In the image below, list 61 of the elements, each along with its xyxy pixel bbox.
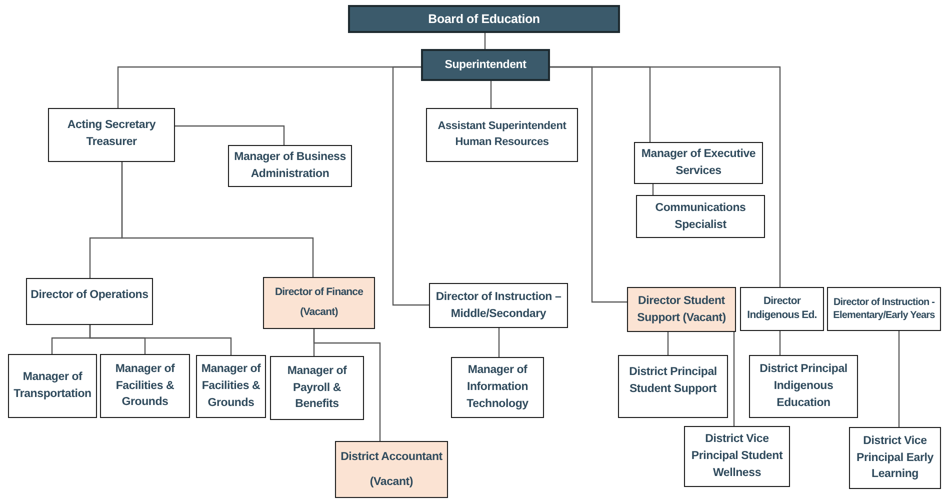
org-box — [426, 108, 578, 162]
role-title: Manager of Facilities & Grounds — [200, 362, 262, 411]
connector-line — [89, 325, 232, 355]
org-box — [335, 441, 448, 498]
role-title: District Principal Indigenous Education — [758, 362, 848, 411]
org-box — [740, 287, 824, 331]
connector-line — [490, 81, 492, 108]
connector-line — [779, 331, 781, 355]
org-box — [849, 427, 941, 489]
role-title: Director Indigenous Ed. — [746, 295, 818, 323]
connector-line — [484, 33, 486, 49]
role-title: Director of Instruction - Elementary/Early Years — [832, 296, 936, 322]
role-title: Manager of Facilities & Grounds — [114, 362, 176, 410]
org-box — [634, 142, 763, 184]
connector-line — [392, 66, 429, 306]
role-title: Assistant Superintendent Human Resources — [436, 119, 568, 150]
org-box — [421, 49, 550, 81]
connector-line — [550, 66, 781, 287]
role-title: Manager of Executive Services — [640, 147, 757, 179]
org-box — [8, 354, 97, 418]
role-title: Director Student Support (Vacant) — [636, 294, 727, 326]
org-box — [429, 283, 568, 328]
org-box — [196, 355, 266, 418]
connector-line — [733, 332, 735, 426]
org-box — [263, 277, 375, 329]
role-title: Board of Education — [428, 10, 540, 28]
connector-line — [121, 162, 314, 277]
org-box — [348, 5, 620, 33]
role-title: Director of Operations — [30, 288, 148, 303]
role-title: Manager of Business Administration — [233, 150, 347, 182]
role-title: Communications Specialist — [654, 200, 747, 232]
role-title: Manager of Transportation — [12, 370, 92, 402]
role-title: (Vacant) — [370, 474, 414, 490]
org-box — [100, 354, 190, 418]
org-box — [684, 426, 790, 487]
connector-line — [898, 331, 900, 427]
role-title: Acting Secretary Treasurer — [66, 118, 157, 150]
org-box — [270, 356, 364, 420]
org-box — [26, 278, 153, 325]
org-box — [48, 108, 175, 162]
org-box — [451, 357, 544, 418]
connector-line — [175, 125, 285, 145]
org-box — [636, 195, 765, 238]
org-box — [827, 287, 941, 331]
role-title: Director of Instruction – Middle/Secondary — [434, 290, 562, 322]
role-title: Manager of Information Technology — [466, 363, 530, 412]
connector-line — [498, 328, 500, 357]
org-box — [749, 355, 858, 418]
role-title: Superintendent — [444, 58, 526, 73]
role-title: Director of Finance — [274, 286, 364, 300]
org-box — [618, 355, 728, 418]
role-title: District Accountant — [340, 450, 442, 465]
role-title: Manager of Payroll & Benefits — [286, 364, 348, 412]
connector-line — [313, 329, 381, 441]
role-title: District Vice Principal Early Learning — [856, 434, 934, 482]
role-title: District Vice Principal Student Wellness — [690, 432, 784, 481]
role-title: District Principal Student Support — [628, 365, 718, 397]
role-title: (Vacant) — [300, 306, 338, 320]
connector-line — [667, 332, 669, 355]
org-box — [627, 287, 736, 332]
connector-line — [652, 184, 654, 195]
